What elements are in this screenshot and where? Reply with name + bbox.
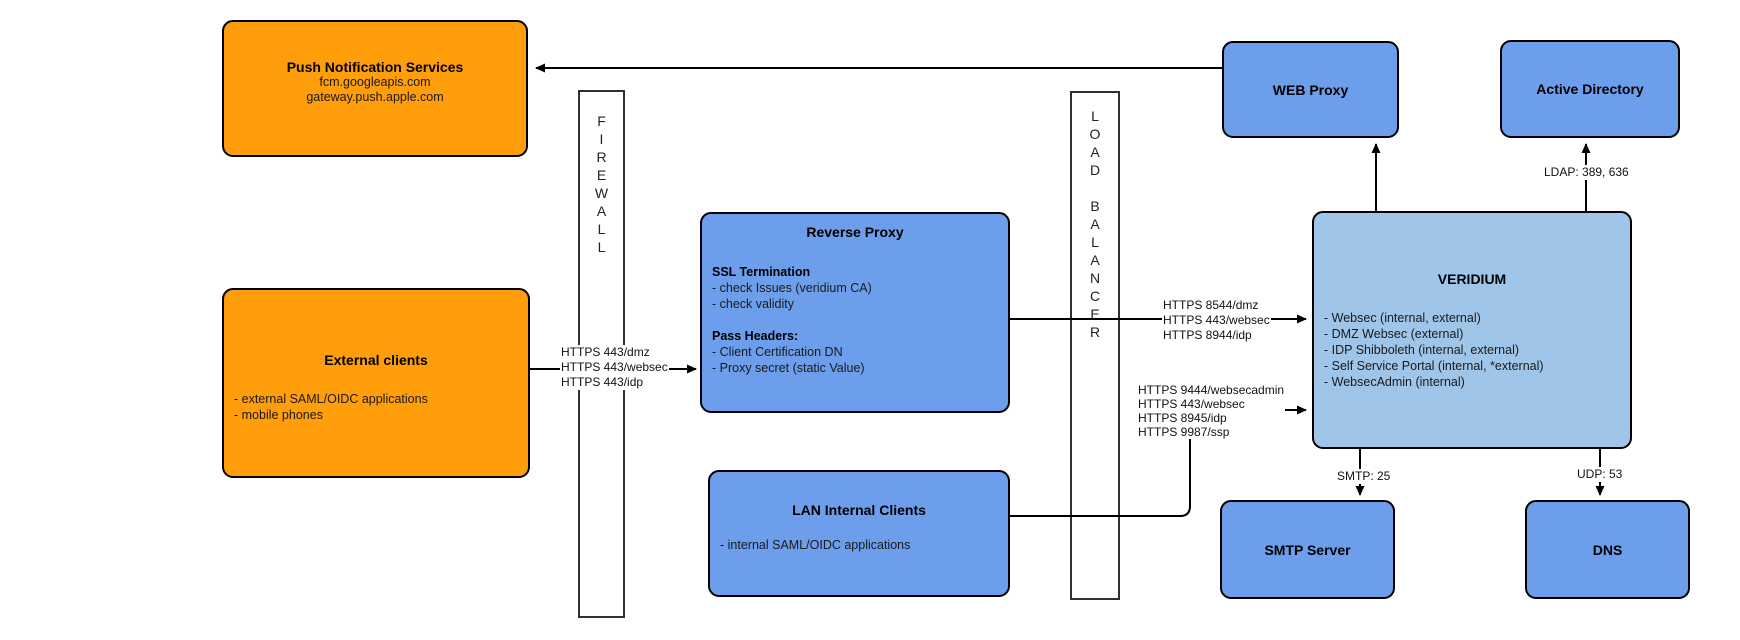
section-gap: [712, 312, 998, 328]
vertical-letter: A: [596, 203, 607, 219]
node-list-item: - check Issues (veridium CA): [712, 281, 872, 295]
node-title: SMTP Server: [1264, 541, 1351, 558]
edge-label-external-to-proxy: HTTPS 443/dmz HTTPS 443/websec HTTPS 443…: [560, 345, 669, 390]
push-host-apple: gateway.push.apple.com: [306, 90, 444, 104]
edge-label-udp: UDP: 53: [1576, 467, 1624, 482]
vertical-letter: B: [1090, 198, 1100, 214]
edge-label-line: HTTPS 443/idp: [561, 375, 644, 389]
vertical-letter: N: [1089, 270, 1101, 286]
node-load-balancer: L O A D B A L A N C E R: [1070, 91, 1120, 600]
vertical-letter: W: [594, 185, 609, 201]
edge-label-smtp: SMTP: 25: [1336, 469, 1392, 484]
node-web-proxy: WEB Proxy: [1222, 41, 1399, 138]
edge-label-line: HTTPS 443/dmz: [561, 345, 650, 359]
section-heading: SSL Termination: [712, 265, 811, 279]
section-heading: Pass Headers:: [712, 329, 799, 343]
node-title: Active Directory: [1536, 81, 1644, 97]
vertical-letter: R: [1089, 324, 1101, 340]
node-title: WEB Proxy: [1272, 81, 1349, 98]
node-list-item: - mobile phones: [234, 408, 323, 422]
node-list-item: - Self Service Portal (internal, *extern…: [1324, 359, 1544, 373]
vertical-letter: O: [1089, 126, 1101, 142]
edge-label-line: HTTPS 8944/idp: [1163, 328, 1252, 342]
node-push-notification-services: Push Notification Services fcm.googleapi…: [222, 20, 528, 157]
node-list-item: - Client Certification DN: [712, 345, 843, 359]
push-host-fcm: fcm.googleapis.com: [319, 75, 431, 89]
load-balancer-vertical-label: L O A D B A L A N C E R: [1072, 93, 1118, 341]
vertical-letter: R: [596, 149, 607, 165]
node-title: DNS: [1592, 541, 1623, 558]
node-title: LAN Internal Clients: [792, 502, 926, 518]
vertical-letter: E: [596, 167, 607, 183]
node-list-item: - Websec (internal, external): [1324, 311, 1481, 325]
node-list-item: - internal SAML/OIDC applications: [720, 538, 911, 552]
firewall-vertical-label: F I R E W A L L: [580, 92, 623, 256]
node-list-item: - check validity: [712, 297, 794, 311]
vertical-letter: A: [1090, 144, 1100, 160]
vertical-letter: F: [597, 113, 606, 129]
edge-label-ldap: LDAP: 389, 636: [1543, 165, 1630, 180]
node-active-directory: Active Directory: [1500, 40, 1680, 138]
edge-label-line: HTTPS 443/websec: [561, 360, 668, 374]
node-list-item: - Proxy secret (static Value): [712, 361, 865, 375]
vertical-letter: L: [597, 239, 606, 255]
vertical-letter: E: [1090, 306, 1100, 322]
vertical-letter: C: [1089, 288, 1101, 304]
vertical-letter: I: [599, 131, 604, 147]
edge-label-line: HTTPS 9444/websecadmin: [1138, 383, 1285, 397]
node-title: VERIDIUM: [1437, 271, 1507, 287]
vertical-letter: L: [1091, 108, 1099, 124]
node-list-item: - WebsecAdmin (internal): [1324, 375, 1465, 389]
edge-label-line: HTTPS 8945/idp: [1138, 411, 1227, 425]
node-list-item: - external SAML/OIDC applications: [234, 392, 428, 406]
edge-label-line: HTTPS 9987/ssp: [1138, 425, 1230, 439]
vertical-letter: L: [597, 221, 606, 237]
vertical-letter: D: [1089, 162, 1101, 178]
node-title: Reverse Proxy: [806, 224, 904, 240]
node-title: Push Notification Services: [286, 59, 464, 75]
edge-label-line: HTTPS 443/websec: [1138, 397, 1245, 411]
edge-label-lan-to-veridium: HTTPS 9444/websecadmin HTTPS 443/websec …: [1137, 383, 1286, 439]
node-lan-internal-clients: LAN Internal Clients - internal SAML/OID…: [708, 470, 1010, 597]
node-title: External clients: [324, 352, 428, 368]
vertical-letter: A: [1090, 216, 1100, 232]
node-external-clients: External clients - external SAML/OIDC ap…: [222, 288, 530, 478]
node-list-item: - DMZ Websec (external): [1324, 327, 1464, 341]
vertical-letter: L: [1091, 234, 1099, 250]
vertical-letter: A: [1090, 252, 1100, 268]
node-dns: DNS: [1525, 500, 1690, 599]
edge-label-proxy-to-veridium: HTTPS 8544/dmz HTTPS 443/websec HTTPS 89…: [1162, 298, 1271, 343]
node-smtp-server: SMTP Server: [1220, 500, 1395, 599]
node-list-item: - IDP Shibboleth (internal, external): [1324, 343, 1520, 357]
node-veridium: VERIDIUM - Websec (internal, external) -…: [1312, 211, 1632, 449]
edge-label-line: HTTPS 443/websec: [1163, 313, 1270, 327]
node-reverse-proxy: Reverse Proxy SSL Termination - check Is…: [700, 212, 1010, 413]
edge-label-line: HTTPS 8544/dmz: [1163, 298, 1259, 312]
